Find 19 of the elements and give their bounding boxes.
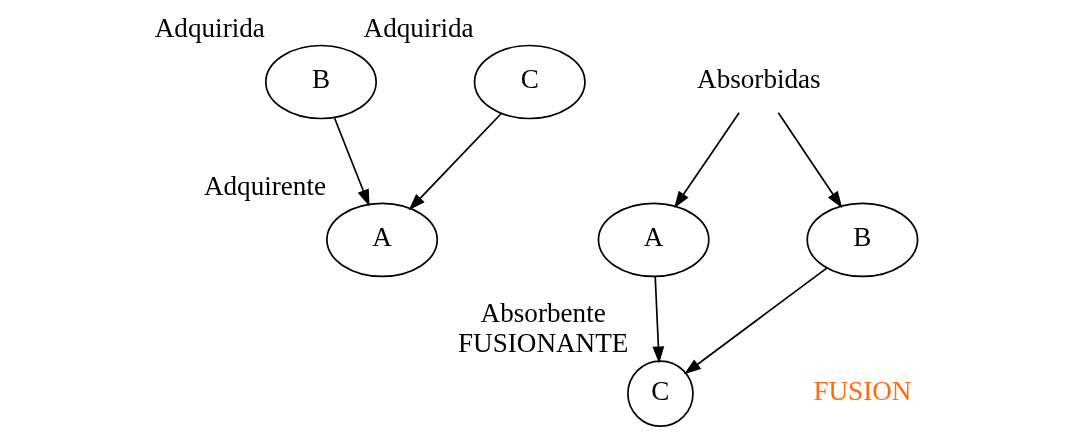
arrow bbox=[333, 117, 369, 207]
arrow bbox=[408, 112, 502, 211]
arrow bbox=[777, 111, 842, 209]
node-label: Absorbente bbox=[480, 297, 606, 328]
label: FUSION bbox=[812, 376, 911, 407]
node-label: Adquirente bbox=[203, 170, 326, 201]
node-ellipse: B bbox=[264, 44, 377, 120]
arrow bbox=[683, 267, 828, 375]
arrow bbox=[673, 111, 740, 209]
node-text: Absorbidas bbox=[696, 64, 821, 95]
node-ellipse: B bbox=[805, 202, 918, 278]
node-label: FUSIONANTE bbox=[457, 328, 628, 359]
arrow bbox=[651, 275, 664, 364]
node-ellipse: A bbox=[325, 202, 438, 278]
node-ellipse: C bbox=[473, 44, 586, 120]
node-circle: C bbox=[626, 360, 694, 428]
node-ellipse: A bbox=[597, 202, 710, 278]
node-label: Adquirida bbox=[154, 12, 265, 43]
node-label: Adquirida bbox=[363, 12, 474, 43]
